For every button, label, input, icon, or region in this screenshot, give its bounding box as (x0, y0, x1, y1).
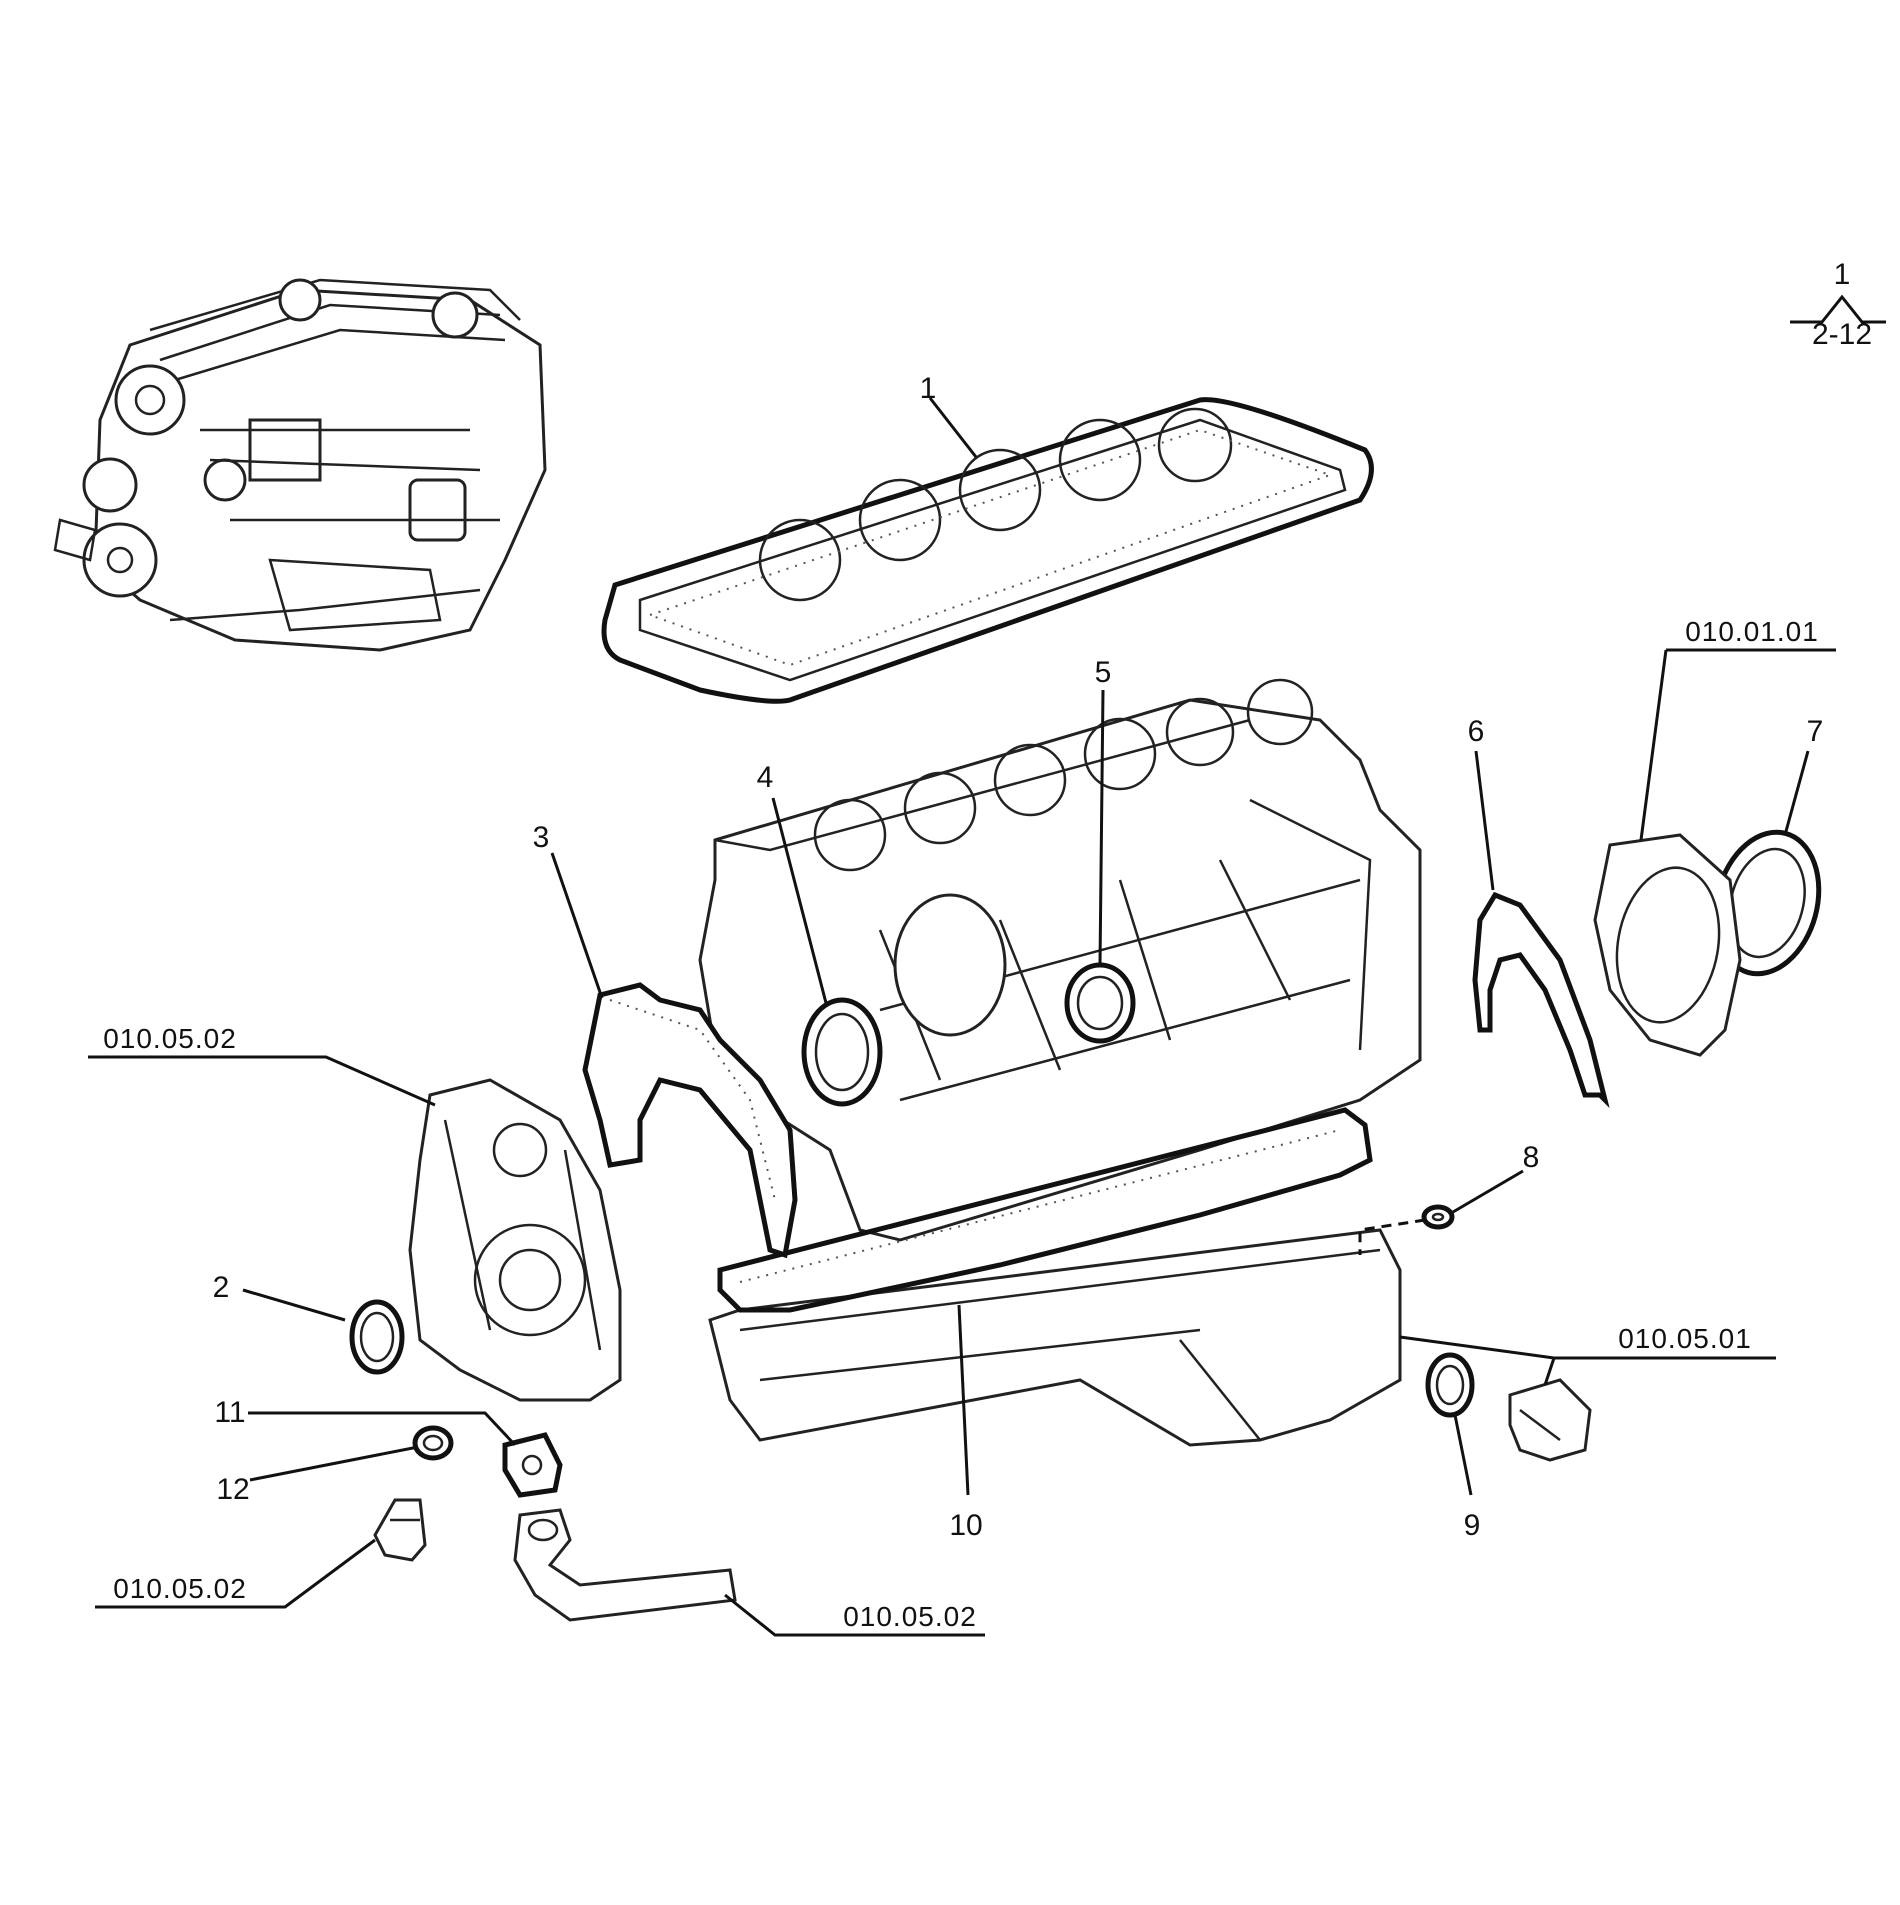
ref-drain-plug: 010.05.01 (1618, 1323, 1752, 1354)
leader-1 (928, 397, 978, 458)
oil-pan-gasket-part (717, 1107, 1373, 1313)
ref-fitting: 010.05.02 (113, 1573, 247, 1604)
front-seal-part (349, 1299, 405, 1375)
callout-5: 5 (1095, 656, 1112, 689)
rear-gasket-part (1472, 891, 1610, 1109)
washer-leader-dashed (1358, 1218, 1426, 1255)
flange-gasket-11-part (502, 1432, 563, 1498)
drain-seal-part (1425, 1352, 1475, 1418)
callout-1: 1 (920, 372, 937, 405)
ref-pickup-pipe: 010.05.02 (843, 1601, 977, 1632)
leader-10 (957, 1304, 970, 1496)
oil-pan-part (708, 1228, 1402, 1447)
callout-3: 3 (533, 821, 550, 854)
legend-bottom: 2-12 (1812, 318, 1872, 351)
leader-3 (550, 852, 604, 999)
leader-ref-fitting (95, 1538, 376, 1609)
leader-6 (1474, 750, 1495, 891)
callout-8: 8 (1523, 1141, 1540, 1174)
leader-11 (248, 1411, 517, 1447)
callout-12: 12 (216, 1473, 249, 1506)
leader-4 (771, 797, 828, 1004)
seal-5-part (1064, 962, 1136, 1044)
callout-9: 9 (1464, 1509, 1481, 1542)
leader-8 (1452, 1169, 1524, 1214)
pickup-pipe-part (513, 1508, 737, 1622)
washer-12-part (412, 1425, 454, 1461)
ref-rear-seal-housing: 010.01.01 (1685, 616, 1819, 647)
ref-front-cover: 010.05.02 (103, 1023, 237, 1054)
group-legend: 1 2-12 (1790, 258, 1886, 351)
engine-block-part (698, 678, 1422, 1242)
leader-9 (1453, 1414, 1473, 1496)
leader-ref-front-cover (88, 1055, 436, 1107)
callout-6: 6 (1468, 715, 1485, 748)
leader-ref-pipe (724, 1593, 985, 1637)
leader-5 (1098, 689, 1105, 966)
drain-plug-part (1508, 1378, 1592, 1462)
rear-seal-housing-part (1593, 833, 1742, 1057)
callout-labels: 1 2 3 4 5 6 7 8 9 10 11 12 (213, 372, 1824, 1542)
legend-top: 1 (1834, 258, 1851, 291)
callout-10: 10 (949, 1509, 982, 1542)
callout-2: 2 (213, 1271, 230, 1304)
leader-7 (1783, 750, 1810, 836)
callout-4: 4 (757, 761, 774, 794)
callout-7: 7 (1807, 715, 1824, 748)
washer-8-part (1421, 1204, 1455, 1230)
legend-brace (1790, 294, 1886, 324)
callout-11: 11 (214, 1396, 245, 1429)
leader-12 (249, 1445, 419, 1482)
leader-2 (242, 1288, 346, 1322)
leader-lines (88, 397, 1836, 1637)
engine-overview-illustration (53, 278, 547, 652)
leader-ref-010-05-01 (1399, 1335, 1776, 1386)
front-gasket-part (582, 982, 798, 1259)
reference-labels: 010.01.01 010.05.02 010.05.01 010.05.02 … (103, 616, 1819, 1632)
fitting-part (373, 1498, 427, 1562)
seal-4-part (801, 997, 883, 1107)
head-gasket-part (601, 397, 1374, 704)
front-cover-part (408, 1078, 622, 1402)
leader-ref-010-01-01 (1639, 648, 1836, 841)
